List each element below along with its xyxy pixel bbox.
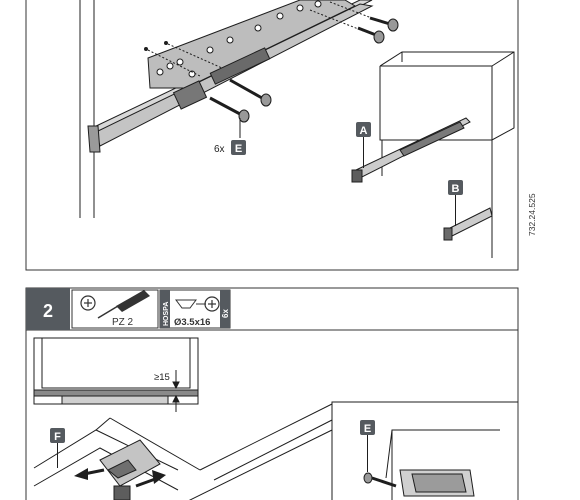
document-number: 732.24.525 — [527, 193, 537, 236]
runner-mounting-plate — [147, 0, 357, 110]
cabinet-left-wall — [79, 0, 95, 218]
cabinet-right-box — [379, 51, 515, 258]
screw-group-step1 — [144, 1, 399, 138]
document-number-wrap: 732.24.525 — [527, 193, 570, 246]
screw-top-right-1 — [329, 1, 399, 32]
screw-label-E-step1: 6x E — [214, 140, 246, 155]
screw-step2 — [363, 472, 397, 488]
arrow-right-icon — [135, 470, 166, 488]
step-number-badge: 2 — [26, 288, 70, 330]
screw-head-phillips-icon — [204, 296, 220, 312]
label-B-text: B — [452, 183, 460, 195]
label-box-B: B — [448, 180, 463, 226]
label-box-F: F — [50, 428, 65, 468]
screwdriver-tool-icon: PZ 2 — [71, 289, 159, 329]
runner-A — [351, 117, 471, 183]
label-E-step2-text: E — [364, 423, 371, 435]
screw-top-right-2 — [309, 9, 385, 44]
label-box-E-step2: E — [360, 420, 375, 472]
label-F-text: F — [54, 431, 61, 443]
label-A-text: A — [360, 125, 368, 137]
locking-device — [99, 439, 161, 500]
screw-mid-1 — [229, 78, 272, 107]
step-number-text: 2 — [43, 301, 53, 321]
phillips-head-icon — [80, 295, 96, 311]
screw-mid-2 — [209, 96, 250, 123]
screw-spec-icon: HOSPA Ø3.5x16 6x — [159, 289, 231, 329]
drawer-perspective-view — [33, 401, 518, 500]
screw-count-text: 6x — [214, 144, 225, 155]
clearance-label: ≥15 — [154, 372, 170, 383]
screw-qty-text: 6x — [221, 309, 230, 318]
step2-panel-frame — [25, 287, 519, 500]
screw-label-E-text: E — [235, 143, 242, 155]
brand-text: HOSPA — [163, 302, 170, 326]
label-box-A: A — [356, 122, 371, 168]
drawer-cross-section — [33, 337, 199, 412]
tool-size-text: PZ 2 — [112, 317, 134, 328]
screw-spec-text: Ø3.5x16 — [174, 317, 210, 328]
step1-panel-frame — [25, 0, 519, 271]
runner-B — [443, 207, 493, 241]
arrow-left-icon — [74, 468, 105, 480]
